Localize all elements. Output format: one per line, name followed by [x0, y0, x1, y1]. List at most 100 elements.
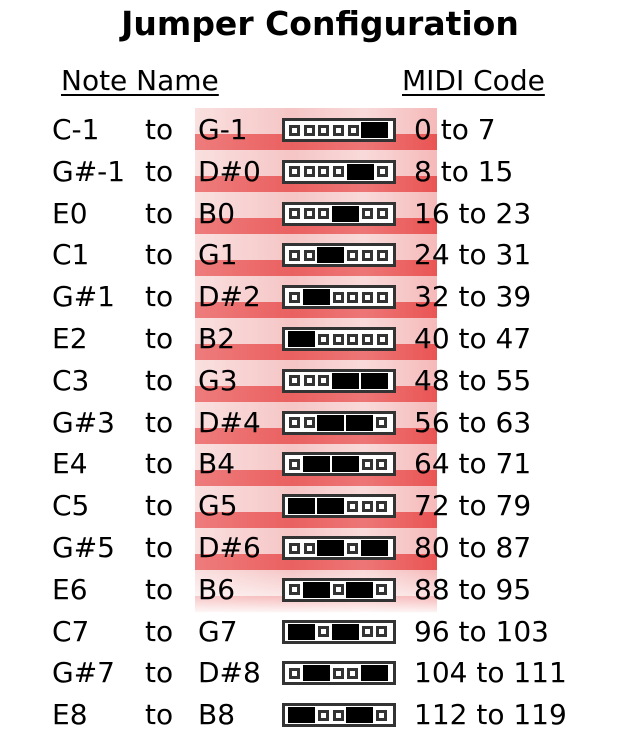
header-pin	[287, 372, 302, 390]
jumper-block	[282, 201, 396, 226]
header-pin	[374, 455, 389, 473]
header-pin	[375, 163, 390, 181]
end-note: D#4	[198, 405, 261, 439]
header-pin	[345, 539, 360, 557]
header-pin	[287, 539, 302, 557]
jumper-cap	[302, 665, 330, 682]
jumper-cap	[288, 707, 315, 724]
jumper-cap	[332, 205, 360, 222]
pin-icon	[332, 667, 344, 679]
header-pin	[302, 539, 317, 557]
pin-icon	[376, 249, 388, 261]
header-pin	[316, 623, 331, 641]
end-note: D#0	[198, 154, 261, 188]
to-label: to	[145, 280, 174, 314]
jumper-cap	[331, 623, 359, 640]
pin-icon	[288, 249, 300, 261]
midi-range: 80 to 87	[414, 531, 532, 564]
midi-range: 112 to 119	[414, 698, 567, 732]
end-note: G-1	[198, 113, 248, 146]
header-pin	[287, 455, 302, 473]
pin-icon	[376, 333, 388, 345]
end-note: G3	[198, 363, 238, 397]
header-pin	[375, 205, 390, 223]
jumper-cap	[361, 372, 389, 389]
pin-icon	[332, 166, 344, 178]
to-label: to	[145, 447, 174, 481]
to-label: to	[145, 196, 174, 230]
to-label: to	[145, 238, 174, 272]
page-title: Jumper Configuration	[121, 4, 519, 43]
midi-range: 16 to 23	[414, 196, 532, 230]
header-pin	[331, 163, 346, 181]
header-pin	[374, 706, 389, 724]
to-label: to	[145, 489, 174, 523]
header-pin	[302, 205, 317, 223]
pin-icon	[317, 626, 329, 638]
pin-icon	[303, 417, 315, 429]
pin-icon	[332, 124, 344, 136]
header-pin	[287, 205, 302, 223]
pin-icon	[303, 166, 315, 178]
header-pin	[287, 664, 302, 682]
header-pin	[331, 288, 346, 306]
jumper-cap	[346, 581, 374, 598]
pin-icon	[361, 249, 373, 261]
jumper-cap	[331, 456, 359, 473]
midi-range: 64 to 71	[414, 447, 532, 481]
header-pin	[287, 581, 302, 599]
jumper-cap	[346, 414, 374, 431]
start-note: G#-1	[52, 154, 126, 188]
header-pin	[375, 246, 390, 264]
pin-icon	[318, 375, 330, 387]
jumper-block	[282, 410, 396, 435]
header-pin	[345, 246, 360, 264]
jumper-cap	[302, 456, 330, 473]
header-pin	[316, 706, 331, 724]
to-label: to	[145, 113, 174, 146]
header-pin	[374, 414, 389, 432]
jumper-cap	[288, 623, 315, 640]
pin-icon	[376, 208, 388, 220]
header-pin	[374, 497, 389, 515]
midi-range: 40 to 47	[414, 322, 532, 355]
to-label: to	[145, 405, 174, 439]
to-label: to	[145, 572, 174, 606]
start-note: G#7	[52, 656, 115, 690]
jumper-cap	[361, 122, 389, 138]
start-note: C-1	[52, 113, 100, 146]
pin-icon	[288, 208, 300, 220]
jumper-cap	[361, 540, 389, 556]
start-note: C5	[52, 489, 90, 523]
end-note: D#2	[198, 280, 261, 314]
jumper-cap	[346, 707, 374, 724]
pin-icon	[288, 584, 300, 596]
header-pin	[331, 706, 346, 724]
jumper-block	[282, 661, 396, 686]
pin-icon	[318, 166, 330, 178]
start-note: E6	[52, 572, 88, 606]
midi-range: 72 to 79	[414, 489, 532, 523]
start-note: G#1	[52, 280, 115, 314]
pin-icon	[376, 626, 388, 638]
pin-icon	[288, 291, 300, 303]
pin-icon	[376, 709, 388, 721]
pin-icon	[288, 375, 300, 387]
header-pin	[360, 288, 375, 306]
midi-range: 24 to 31	[414, 238, 532, 272]
jumper-cap	[317, 414, 345, 431]
header-pin	[374, 623, 389, 641]
header-pin	[302, 246, 317, 264]
header-pin	[316, 330, 331, 348]
header-pin	[316, 121, 331, 139]
start-note: E0	[52, 196, 88, 230]
pin-icon	[288, 667, 300, 679]
header-pin	[360, 497, 375, 515]
header-pin	[345, 497, 360, 515]
jumper-cap	[288, 498, 315, 515]
